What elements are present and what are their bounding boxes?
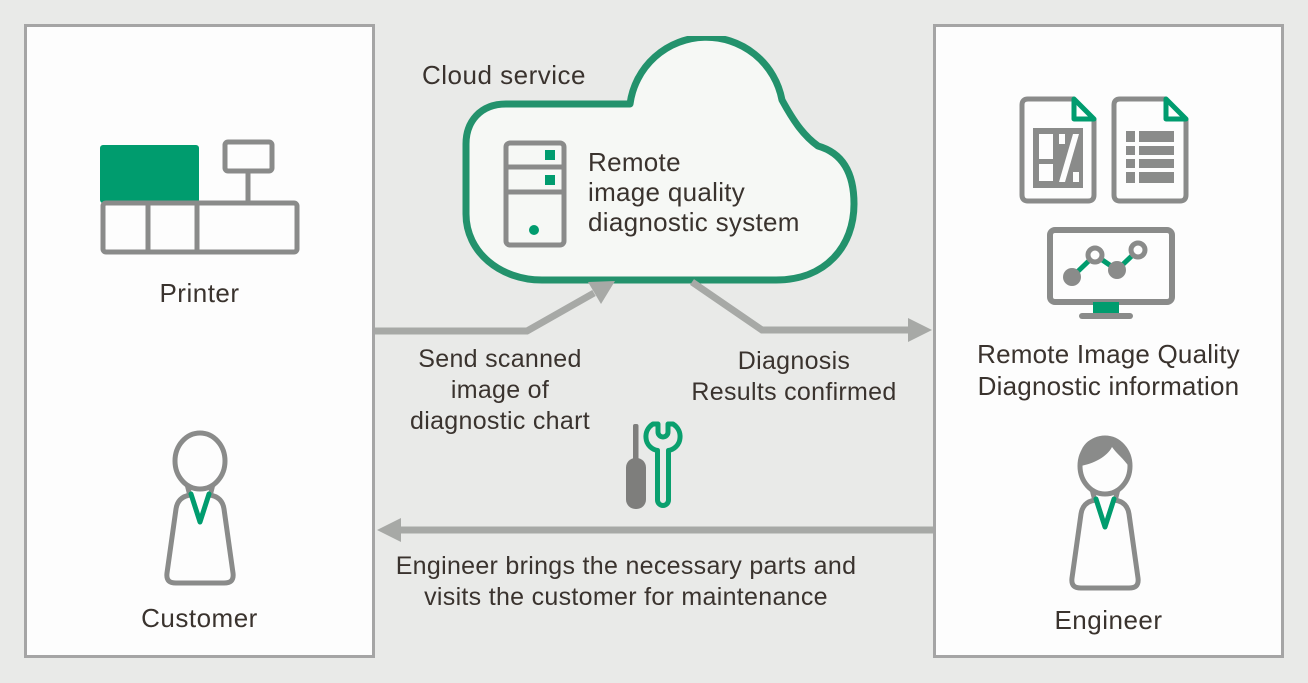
cloud-system-line-2: image quality [588, 177, 746, 207]
diagnostic-info-text: Remote Image Quality Diagnostic informat… [936, 338, 1281, 402]
cloud-system-text: Remote image quality diagnostic system [588, 147, 800, 237]
diagnosis-arrow [690, 279, 932, 342]
send-label-line-1: Send scanned [418, 345, 582, 373]
cloud-system-line-1: Remote [588, 147, 681, 177]
cloud-system-line-3: diagnostic system [588, 207, 800, 237]
diagnosis-label: Diagnosis Results confirmed [654, 346, 934, 408]
cloud-service-label: Cloud service [422, 60, 587, 90]
monitor-graph-icon [1047, 227, 1175, 319]
customer-panel: Printer Customer [24, 24, 375, 658]
diagnosis-label-line-1: Diagnosis [737, 347, 851, 375]
customer-icon [164, 430, 236, 586]
printer-caption: Printer [159, 278, 240, 308]
maintenance-label-line-2: visits the customer for maintenance [424, 583, 828, 611]
document-chart-icon [1019, 96, 1097, 204]
wrench-icon [643, 421, 683, 508]
diagnosis-label-line-2: Results confirmed [691, 378, 897, 406]
printer-icon [100, 139, 300, 255]
send-label-line-3: diagnostic chart [410, 407, 590, 435]
customer-caption: Customer [141, 603, 258, 633]
engineer-icon [1069, 435, 1141, 591]
engineer-caption: Engineer [1054, 605, 1163, 635]
screwdriver-icon [626, 424, 646, 509]
maintenance-arrow [377, 518, 933, 542]
maintenance-label-line-1: Engineer brings the necessary parts and [395, 552, 857, 580]
tools-icon [626, 421, 683, 509]
diagnostic-info-line-1: Remote Image Quality [977, 339, 1240, 369]
send-label-line-2: image of [450, 376, 550, 404]
maintenance-label: Engineer brings the necessary parts and … [376, 551, 876, 613]
send-arrow [375, 281, 615, 335]
document-report-icon [1111, 96, 1189, 204]
diagnostic-info-line-2: Diagnostic information [977, 371, 1240, 401]
server-icon [503, 140, 567, 248]
engineer-panel: Remote Image Quality Diagnostic informat… [933, 24, 1284, 658]
send-label: Send scanned image of diagnostic chart [370, 344, 630, 437]
